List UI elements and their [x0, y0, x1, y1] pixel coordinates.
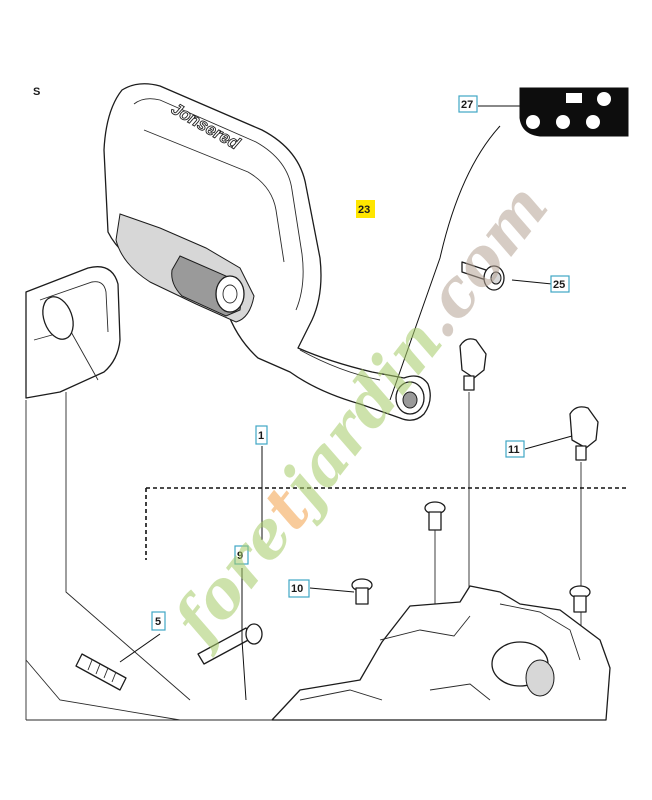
svg-text:9: 9 — [237, 550, 243, 562]
svg-text:11: 11 — [508, 444, 520, 456]
svg-text:23: 23 — [358, 204, 370, 216]
glove-icon — [556, 115, 570, 129]
callout-23: 23 — [356, 200, 375, 218]
side-cover-left — [25, 266, 191, 720]
screw-right — [569, 585, 591, 613]
svg-text:1: 1 — [258, 430, 264, 442]
callout-27: 27 — [458, 95, 478, 113]
leader-lines — [119, 105, 573, 701]
pin-9 — [197, 623, 263, 665]
helmet-icon — [597, 92, 611, 106]
warning-decal — [519, 87, 629, 137]
callout-5: 5 — [151, 611, 166, 631]
section-letter: S — [33, 86, 40, 98]
callout-10: 10 — [288, 579, 310, 598]
boot-icon — [586, 115, 600, 129]
svg-text:5: 5 — [155, 616, 161, 628]
callout-11: 11 — [505, 440, 525, 458]
screw-10 — [351, 578, 373, 605]
callout-9: 9 — [234, 545, 249, 565]
book-icon — [566, 93, 582, 103]
svg-text:25: 25 — [553, 279, 565, 291]
svg-text:10: 10 — [291, 583, 303, 595]
screw-25 — [461, 261, 505, 291]
front-handle: Jonsered — [103, 83, 431, 421]
svg-text:27: 27 — [461, 99, 473, 111]
spring-5 — [75, 653, 127, 691]
hand-icon — [526, 115, 540, 129]
callout-25: 25 — [550, 275, 570, 293]
screw-center — [424, 501, 446, 620]
callout-1: 1 — [255, 425, 268, 445]
crankcase-housing — [25, 585, 611, 721]
